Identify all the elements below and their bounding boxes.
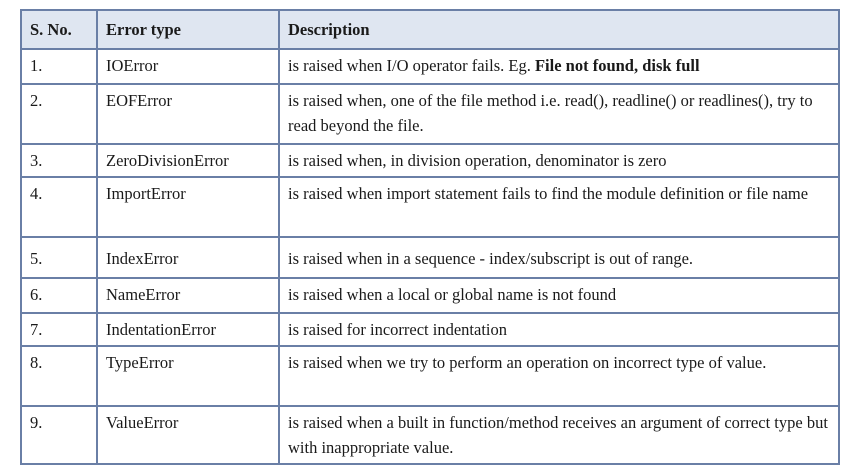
cell-sno: 6. <box>20 277 98 314</box>
cell-error-type: NameError <box>96 277 280 314</box>
table-body: 1. IOError is raised when I/O operator f… <box>20 48 840 465</box>
cell-description: is raised when, one of the file method i… <box>278 83 840 145</box>
table-row: 9. ValueError is raised when a built in … <box>20 405 840 465</box>
cell-sno: 2. <box>20 83 98 145</box>
table-header: S. No. Error type Description <box>20 9 840 50</box>
cell-error-type: ImportError <box>96 176 280 238</box>
cell-error-type: ValueError <box>96 405 280 465</box>
cell-description: is raised when a built in function/metho… <box>278 405 840 465</box>
header-error-type: Error type <box>96 9 280 50</box>
table-row: 4. ImportError is raised when import sta… <box>20 176 840 238</box>
description-text: is raised when I/O operator fails. Eg. <box>288 56 535 75</box>
table-row: 8. TypeError is raised when we try to pe… <box>20 345 840 407</box>
table-row: 5. IndexError is raised when in a sequen… <box>20 236 840 279</box>
table-row: 2. EOFError is raised when, one of the f… <box>20 83 840 145</box>
table-row: 7. IndentationError is raised for incorr… <box>20 312 840 347</box>
cell-error-type: TypeError <box>96 345 280 407</box>
cell-sno: 5. <box>20 236 98 279</box>
error-types-table: S. No. Error type Description 1. IOError… <box>20 9 840 465</box>
table-row: 3. ZeroDivisionError is raised when, in … <box>20 143 840 178</box>
cell-error-type: IOError <box>96 48 280 85</box>
header-description: Description <box>278 9 840 50</box>
cell-sno: 1. <box>20 48 98 85</box>
description-emphasis: File not found, disk full <box>534 56 700 75</box>
cell-description: is raised when import statement fails to… <box>278 176 840 238</box>
cell-error-type: ZeroDivisionError <box>96 143 280 178</box>
cell-sno: 9. <box>20 405 98 465</box>
table-row: 6. NameError is raised when a local or g… <box>20 277 840 314</box>
cell-description: is raised when in a sequence - index/sub… <box>278 236 840 279</box>
cell-sno: 4. <box>20 176 98 238</box>
cell-sno: 7. <box>20 312 98 347</box>
cell-sno: 8. <box>20 345 98 407</box>
cell-description: is raised when I/O operator fails. Eg. F… <box>278 48 840 85</box>
cell-error-type: IndexError <box>96 236 280 279</box>
cell-description: is raised for incorrect indentation <box>278 312 840 347</box>
cell-error-type: IndentationError <box>96 312 280 347</box>
cell-sno: 3. <box>20 143 98 178</box>
cell-error-type: EOFError <box>96 83 280 145</box>
header-row: S. No. Error type Description <box>20 9 840 50</box>
cell-description: is raised when, in division operation, d… <box>278 143 840 178</box>
header-sno: S. No. <box>20 9 98 50</box>
table-row: 1. IOError is raised when I/O operator f… <box>20 48 840 85</box>
cell-description: is raised when a local or global name is… <box>278 277 840 314</box>
cell-description: is raised when we try to perform an oper… <box>278 345 840 407</box>
